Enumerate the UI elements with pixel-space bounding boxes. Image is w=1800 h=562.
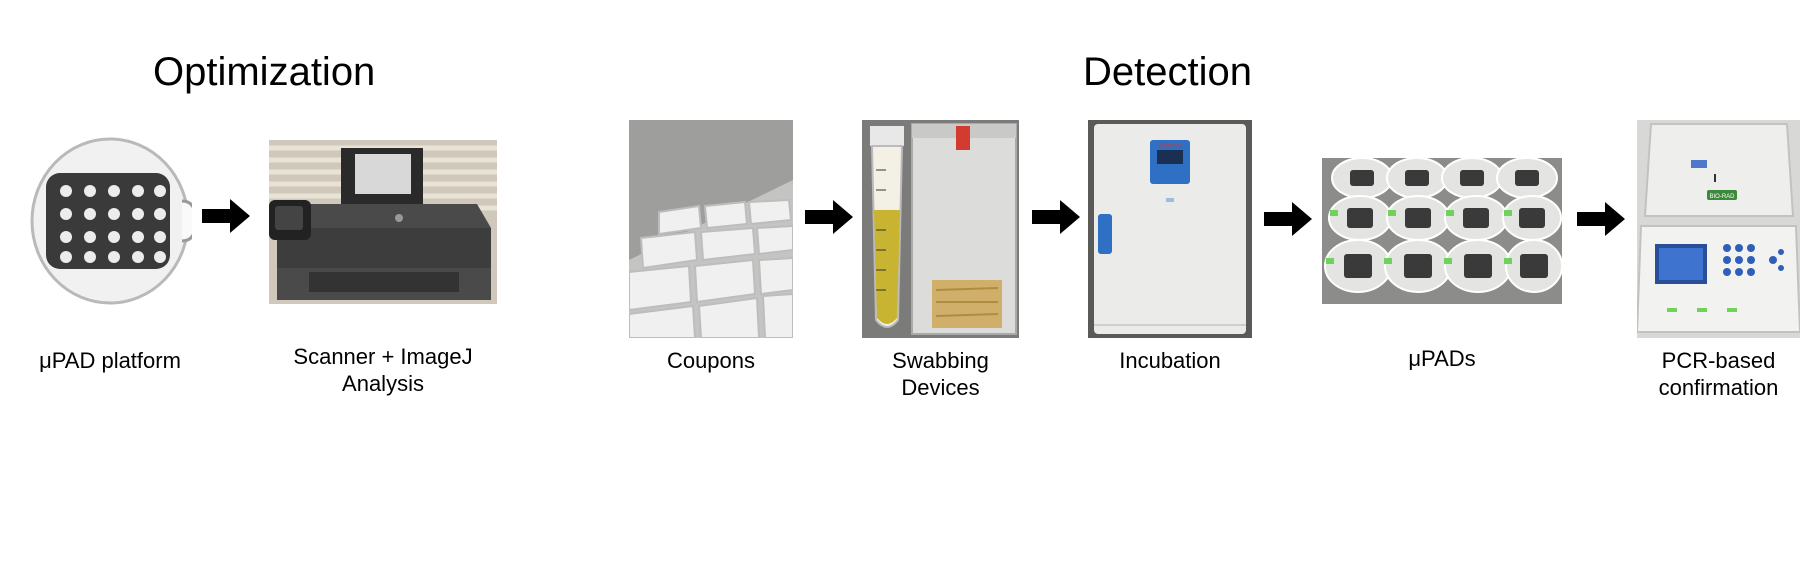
arrow-right-icon bbox=[1264, 202, 1312, 236]
scanner-printer-icon bbox=[269, 140, 497, 304]
step-label-coupons: Coupons bbox=[666, 348, 756, 373]
step-label-swabbing: Swabbing Devices bbox=[892, 348, 989, 400]
arrow-right-icon bbox=[202, 199, 250, 233]
incubator-icon: Thermo bbox=[1088, 120, 1252, 338]
cycler-brand: BIO-RAD bbox=[1709, 194, 1735, 200]
arrow-right-icon bbox=[805, 200, 853, 234]
upad-dishes-icon bbox=[1322, 158, 1562, 304]
upad-disc-icon bbox=[30, 137, 192, 305]
detection-title: Detection bbox=[1083, 50, 1252, 94]
step-label-incubation: Incubation bbox=[1119, 348, 1221, 373]
thermal-cycler-icon: BIO-RAD bbox=[1637, 120, 1800, 338]
step-label-scanner: Scanner + ImageJ Analysis bbox=[293, 344, 473, 396]
coupons-tiles-icon bbox=[629, 120, 793, 338]
incubator-brand: Thermo bbox=[1158, 143, 1182, 150]
swab-tube-bag-icon bbox=[862, 120, 1019, 338]
step-label-pcr: PCR-based confirmation bbox=[1658, 348, 1779, 400]
arrow-right-icon bbox=[1577, 202, 1625, 236]
arrow-right-icon bbox=[1032, 200, 1080, 234]
step-label-upad-platform: μPAD platform bbox=[39, 348, 181, 373]
optimization-title: Optimization bbox=[153, 50, 376, 94]
step-label-upads: μPADs bbox=[1408, 346, 1476, 371]
